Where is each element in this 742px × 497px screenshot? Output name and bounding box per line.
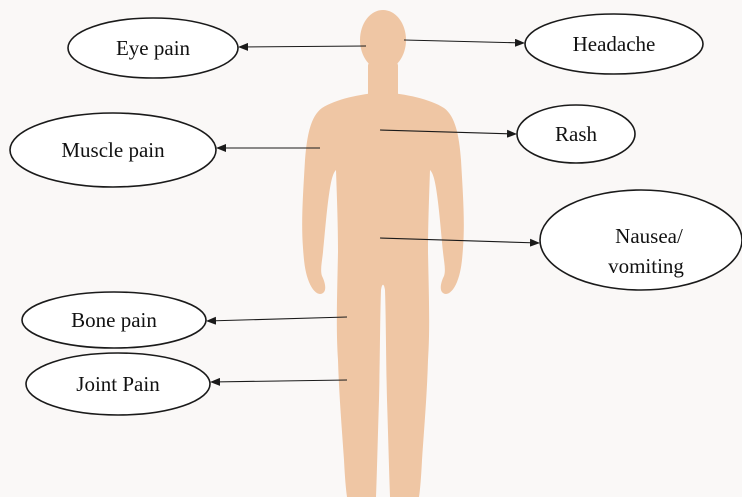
bubble-muscle-pain: Muscle pain [10,113,216,187]
arrow-bone-pain [207,317,347,321]
label-eye-pain: Eye pain [116,36,191,60]
label-bone-pain: Bone pain [71,308,157,332]
bubble-rash: Rash [517,105,635,163]
label-nausea-line1: Nausea/ [615,224,683,248]
label-joint-pain: Joint Pain [76,372,160,396]
label-nausea-line2: vomiting [608,254,684,278]
label-rash: Rash [555,122,598,146]
arrow-eye-pain [239,46,366,47]
bubble-joint-pain: Joint Pain [26,353,210,415]
bubble-bone-pain: Bone pain [22,292,206,348]
bubble-eye-pain: Eye pain [68,18,238,78]
bubble-nausea-vomiting: Nausea/ vomiting [540,190,742,290]
label-headache: Headache [573,32,656,56]
arrow-joint-pain [211,380,347,382]
human-body-silhouette [302,10,464,497]
label-muscle-pain: Muscle pain [61,138,165,162]
arrow-headache [404,40,524,43]
bubble-headache: Headache [525,14,703,74]
